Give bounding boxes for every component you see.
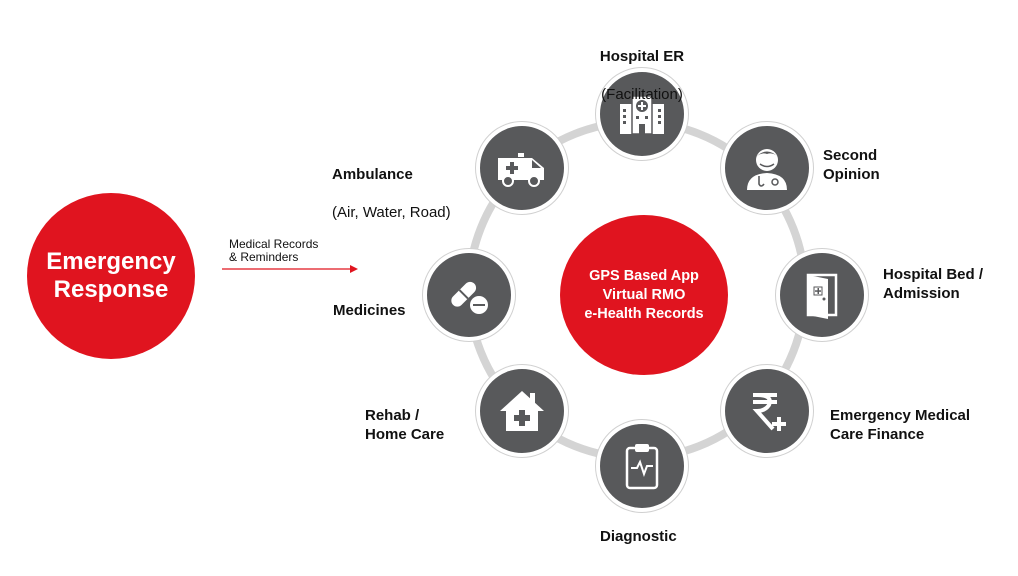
hospital-er-title: Hospital ER: [599, 48, 685, 65]
second-opinion-label: Second Opinion: [823, 147, 880, 183]
ambulance-label: Ambulance (Air, Water, Road): [332, 146, 451, 241]
ambulance-node: [476, 122, 568, 214]
center-label: GPS Based App Virtual RMO e-Health Recor…: [584, 267, 704, 322]
center-circle: GPS Based App Virtual RMO e-Health Recor…: [560, 215, 728, 375]
ambulance-sub: (Air, Water, Road): [332, 204, 451, 221]
finance-label: Emergency Medical Care Finance: [830, 407, 971, 443]
hospital-er-node: [596, 68, 688, 160]
hospital-bed-node: [776, 249, 868, 341]
hospital-icon: [620, 95, 664, 135]
arrow-label: Medical Records & Reminders: [229, 237, 319, 264]
rehab-node: [476, 365, 568, 457]
clipboard-ecg-icon: [625, 444, 659, 490]
hospital-er-label: Hospital ER (Facilitation): [582, 28, 702, 123]
diagnostic-label: Diagnostic: [600, 528, 677, 545]
finance-node: [721, 365, 813, 457]
arrow: [222, 265, 358, 273]
emergency-response-label: Emergency Response: [46, 248, 176, 303]
medicines-node: [423, 249, 515, 341]
rehab-label: Rehab / Home Care: [365, 407, 445, 443]
hospital-er-sub: (Facilitation): [601, 86, 683, 103]
hospital-bed-label: Hospital Bed / Admission: [883, 266, 984, 302]
pills-icon: [451, 281, 488, 314]
rupee-plus-icon: [752, 393, 786, 431]
medicines-label: Medicines: [333, 302, 406, 319]
diagnostic-node: [596, 420, 688, 512]
door-icon: [806, 273, 838, 319]
ambulance-title: Ambulance: [332, 166, 413, 183]
doctor-icon: [747, 149, 787, 190]
ambulance-icon: [498, 153, 544, 187]
house-cross-icon: [500, 391, 544, 431]
emergency-response-circle: Emergency Response: [27, 193, 195, 359]
second-opinion-node: [721, 122, 813, 214]
